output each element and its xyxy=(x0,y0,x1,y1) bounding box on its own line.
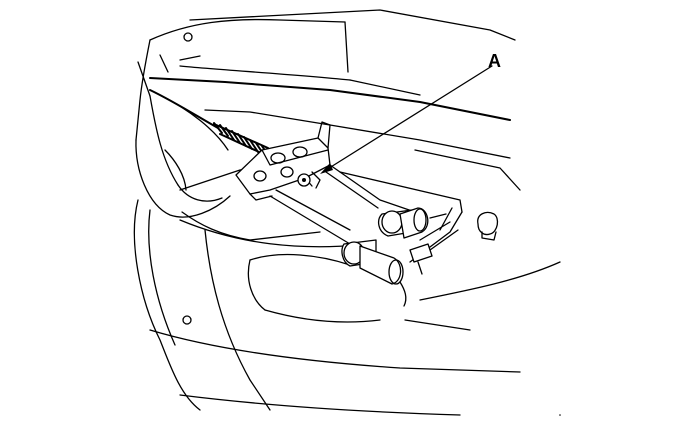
radiator-support xyxy=(159,94,521,248)
cable-actuator-upper xyxy=(377,207,447,239)
hood-edge xyxy=(149,9,516,121)
callout-a-label: A xyxy=(488,51,501,71)
callout-a: A xyxy=(320,51,501,174)
cable-actuator-lower xyxy=(341,239,407,307)
latch-bracket xyxy=(235,121,331,201)
hood-rod-bracket xyxy=(269,164,463,263)
bumper-fascia xyxy=(133,199,561,416)
speck xyxy=(559,414,561,416)
hood-stop xyxy=(477,211,499,241)
cable-clip xyxy=(409,243,433,275)
fender-outline xyxy=(135,18,346,218)
